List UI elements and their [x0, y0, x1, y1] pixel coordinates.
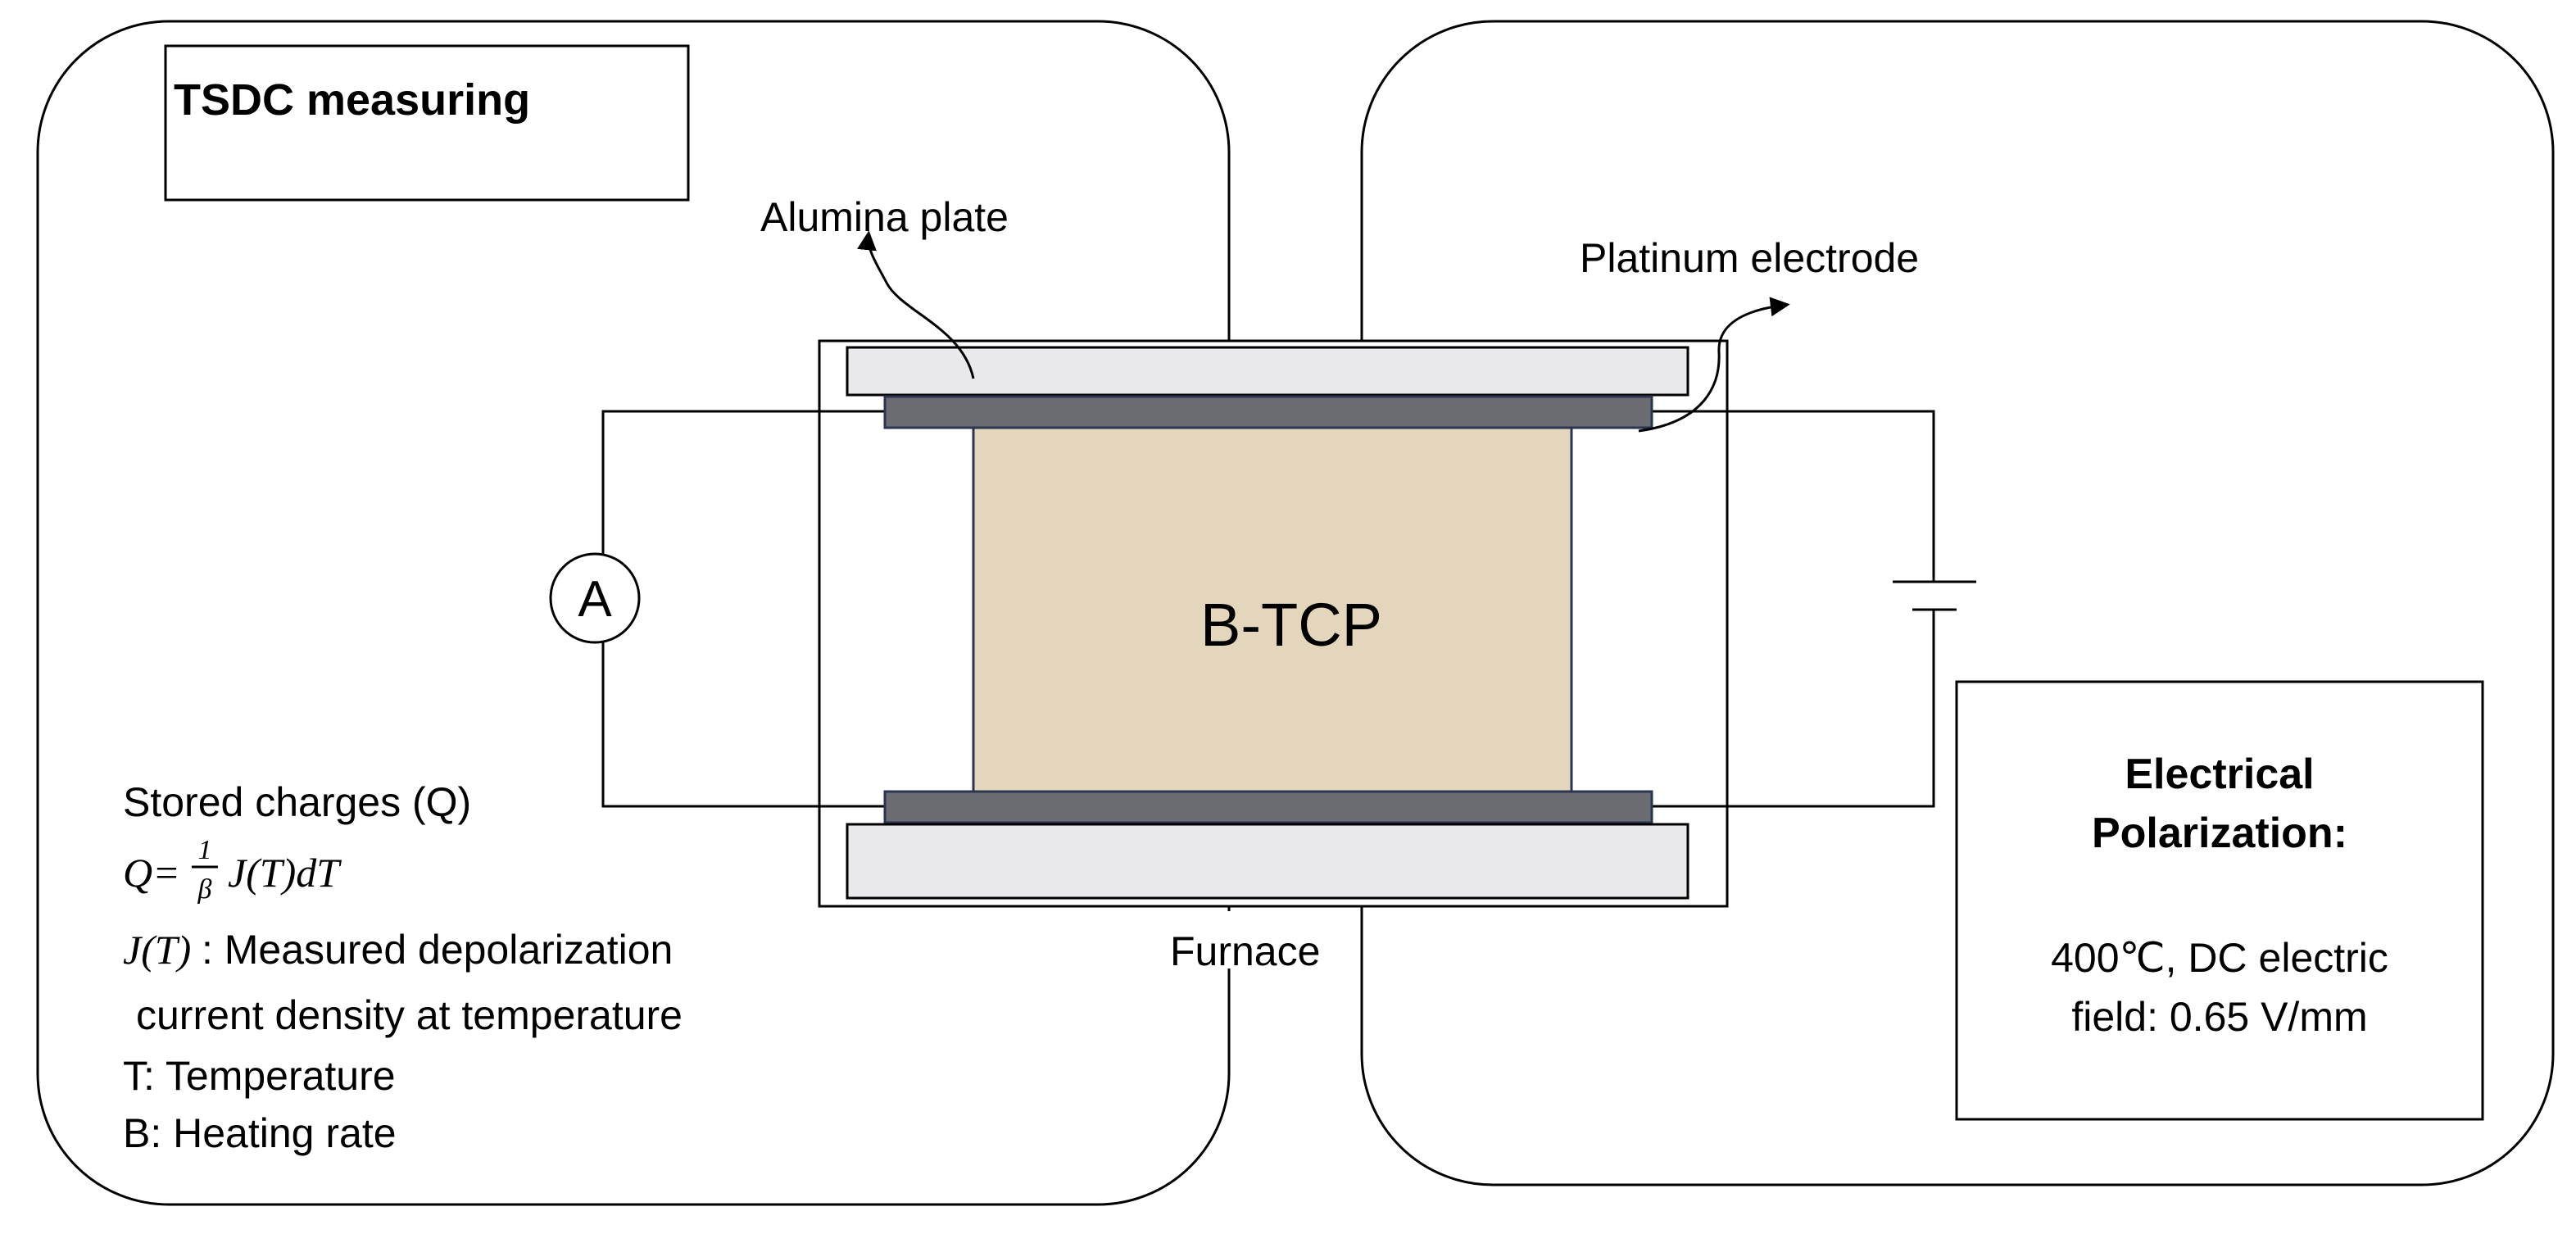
alumina-plate-bottom	[846, 823, 1689, 900]
platinum-electrode-bottom	[883, 790, 1653, 824]
formula-lhs: Q=	[123, 850, 180, 896]
b-definition: B: Heating rate	[123, 1110, 397, 1156]
platinum-electrode-arrow	[1638, 297, 1790, 433]
stored-charges-heading: Stored charges (Q)	[123, 779, 471, 825]
wire-right	[1647, 410, 1935, 582]
ammeter-label: A	[578, 571, 612, 628]
furnace-label: Furnace	[1170, 928, 1320, 974]
alumina-plate-label: Alumina plate	[760, 194, 1009, 240]
j-description-line2: current density at temperature	[136, 992, 683, 1038]
furnace-label-bg	[1163, 911, 1360, 969]
tsdc-title-box	[164, 44, 690, 202]
alumina-plate-arrow	[857, 230, 975, 379]
sample-label: B-TCP	[1200, 591, 1382, 659]
ammeter-symbol	[549, 552, 641, 644]
sample-btcp	[972, 426, 1573, 793]
formula-rhs: J(T)dT	[228, 850, 342, 896]
polarization-title-line1: Electrical	[2125, 751, 2314, 798]
polarization-condition-line2: field: 0.65 V/mm	[2071, 994, 2367, 1040]
platinum-electrode-top	[883, 395, 1653, 429]
j-description-line1: : Measured depolarization	[202, 927, 673, 973]
wire-right-lower	[1647, 610, 1935, 808]
j-symbol: J(T)	[123, 927, 191, 973]
formula-frac-den: β	[197, 874, 212, 905]
platinum-electrode-label: Platinum electrode	[1580, 235, 1919, 281]
alumina-plate-top	[846, 346, 1689, 397]
polarization-box	[1955, 680, 2484, 1121]
polarization-condition-line1: 400℃, DC electric	[2051, 935, 2388, 981]
polarization-title-line2: Polarization:	[2092, 810, 2347, 857]
formula-frac-num: 1	[198, 835, 212, 865]
t-definition: T: Temperature	[123, 1053, 396, 1099]
tsdc-title: TSDC measuring	[174, 75, 530, 125]
